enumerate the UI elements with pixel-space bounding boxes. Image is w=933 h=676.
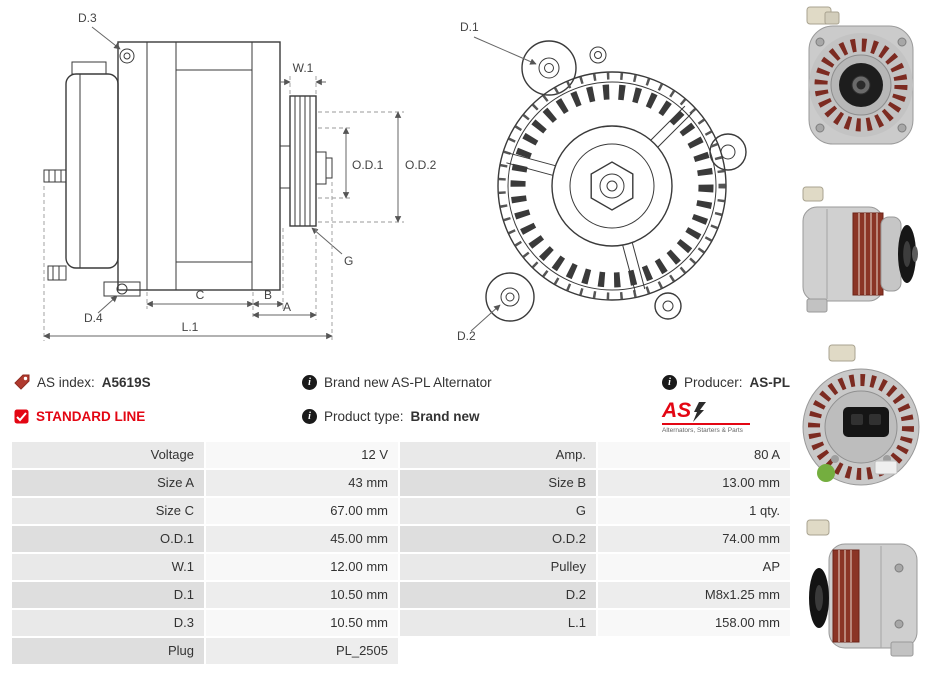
side-view-dimensions: W.1 O.D.1 O.D.2 G C B A L.1 <box>43 11 437 341</box>
spec-value: 10.50 mm <box>206 582 398 608</box>
spec-value: 12 V <box>206 442 398 468</box>
dim-label-od2: O.D.2 <box>405 158 437 172</box>
dim-label-d2: D.2 <box>457 329 476 343</box>
product-photo-gallery <box>795 4 933 672</box>
dim-label-c: C <box>196 288 205 302</box>
spec-label: O.D.2 <box>400 526 596 552</box>
as-index-label: AS index: <box>37 374 95 390</box>
product-type-value: Brand new <box>410 409 480 425</box>
spec-label: D.2 <box>400 582 596 608</box>
info-icon: i <box>302 374 317 390</box>
standard-line: STANDARD LINE <box>14 409 302 424</box>
spec-label-empty <box>400 638 596 664</box>
brand-new-text: Brand new AS-PL Alternator <box>324 374 492 390</box>
spec-value: 74.00 mm <box>598 526 790 552</box>
spec-value: 43 mm <box>206 470 398 496</box>
dim-label-b: B <box>264 288 272 302</box>
spec-label: D.3 <box>12 610 204 636</box>
front-view-dimensions: D.1 D.2 <box>457 20 537 343</box>
as-index-value: A5619S <box>101 374 151 390</box>
as-index: AS index: A5619S <box>14 374 302 390</box>
spec-value: 80 A <box>598 442 790 468</box>
dim-label-w1: W.1 <box>293 61 314 75</box>
spec-label: Amp. <box>400 442 596 468</box>
side-view-drawing <box>43 41 333 297</box>
product-photo-side-right <box>802 186 918 313</box>
spec-value: PL_2505 <box>206 638 398 664</box>
spec-label: Size C <box>12 498 204 524</box>
front-view-drawing <box>485 40 747 322</box>
dim-label-g: G <box>344 254 353 268</box>
producer-label: Producer: <box>684 374 743 390</box>
spec-value: 10.50 mm <box>206 610 398 636</box>
producer: i Producer: AS-PL <box>662 374 792 390</box>
info-icon: i <box>302 409 317 425</box>
dim-label-a: A <box>283 300 291 314</box>
spec-label: W.1 <box>12 554 204 580</box>
spec-label: D.1 <box>12 582 204 608</box>
as-logo-text: AS <box>662 399 692 422</box>
spec-label: O.D.1 <box>12 526 204 552</box>
spec-value: 158.00 mm <box>598 610 790 636</box>
spec-value: 1 qty. <box>598 498 790 524</box>
spec-label: Size A <box>12 470 204 496</box>
dim-label-d4: D.4 <box>84 311 103 325</box>
technical-drawings: W.1 O.D.1 O.D.2 G C B A L.1 <box>43 11 747 343</box>
dim-label-d1: D.1 <box>460 20 479 34</box>
spec-value: M8x1.25 mm <box>598 582 790 608</box>
checkbox-icon <box>14 409 29 424</box>
standard-line-label: STANDARD LINE <box>36 409 146 425</box>
as-logo-rule <box>662 423 750 426</box>
spec-label: Pulley <box>400 554 596 580</box>
spec-table: Voltage 12 V Amp. 80 A Size A 43 mm Size… <box>12 442 792 664</box>
spec-value: 13.00 mm <box>598 470 790 496</box>
product-type-label: Product type: <box>324 409 404 425</box>
product-photo-rear <box>802 344 920 486</box>
spec-label: L.1 <box>400 610 596 636</box>
spec-value: 45.00 mm <box>206 526 398 552</box>
product-type: i Product type: Brand new <box>302 409 662 425</box>
spec-label: Plug <box>12 638 204 664</box>
spec-label: Size B <box>400 470 596 496</box>
product-photo-front <box>806 6 914 145</box>
spec-label: G <box>400 498 596 524</box>
spec-value: AP <box>598 554 790 580</box>
spec-value: 67.00 mm <box>206 498 398 524</box>
dim-label-od1: O.D.1 <box>352 158 384 172</box>
spec-label: Voltage <box>12 442 204 468</box>
spec-value: 12.00 mm <box>206 554 398 580</box>
dim-label-l1: L.1 <box>182 320 199 334</box>
dim-label-d3: D.3 <box>78 11 97 25</box>
tag-icon <box>14 374 30 390</box>
as-logo: AS Alternators, Starters & Parts <box>662 399 792 434</box>
info-icon: i <box>662 374 677 390</box>
brand-new-note: i Brand new AS-PL Alternator <box>302 374 662 390</box>
lightning-icon <box>693 402 707 423</box>
product-photo-side-left <box>806 519 918 657</box>
spec-value-empty <box>598 638 790 664</box>
product-info-strip: AS index: A5619S i Brand new AS-PL Alter… <box>14 374 792 434</box>
as-logo-tagline: Alternators, Starters & Parts <box>662 427 743 435</box>
producer-value: AS-PL <box>749 374 791 390</box>
